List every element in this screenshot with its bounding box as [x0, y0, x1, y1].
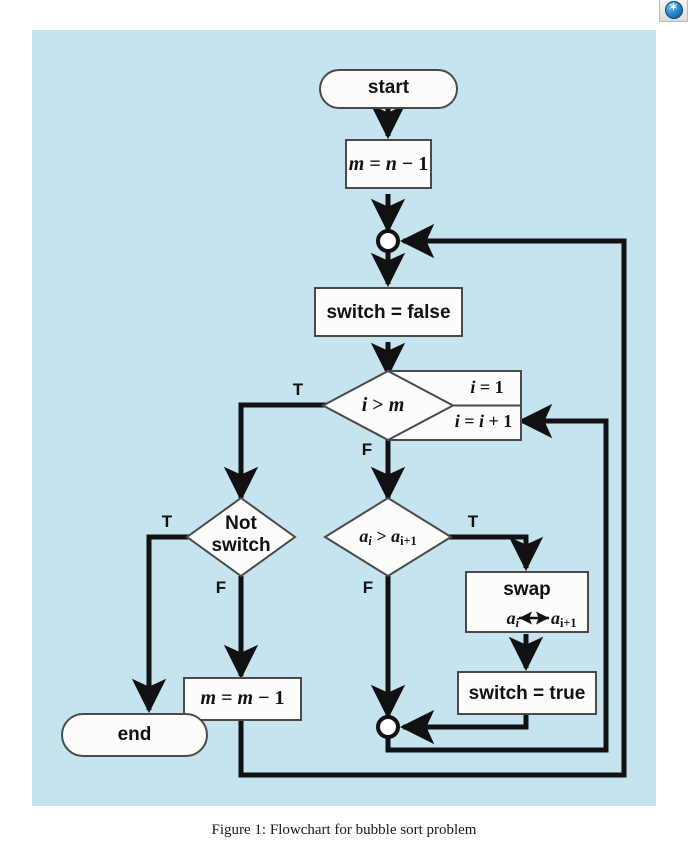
globe-icon — [665, 1, 683, 19]
edge-not-switch-true-to-end — [131, 534, 197, 714]
node-a-compare[interactable] — [323, 496, 453, 578]
node-swap[interactable] — [465, 571, 589, 633]
node-junction-top[interactable] — [376, 229, 400, 253]
node-init-m[interactable] — [345, 139, 432, 189]
node-dec-m[interactable] — [183, 677, 302, 721]
node-end[interactable] — [61, 713, 208, 757]
flow-edges — [131, 104, 627, 778]
node-not-switch[interactable] — [185, 496, 297, 578]
edge-dec-m-to-junction-top — [238, 223, 627, 778]
node-switch-false[interactable] — [314, 287, 463, 337]
flowchart-canvas — [61, 69, 627, 778]
node-start[interactable] — [319, 69, 458, 109]
flow-nodes — [61, 69, 597, 757]
node-i-gt-m[interactable] — [320, 369, 456, 442]
node-switch-true[interactable] — [457, 671, 597, 715]
flowchart-figure-panel: start m = n − 1 switch = false i > m i =… — [32, 30, 656, 806]
node-junction-bot[interactable] — [376, 715, 400, 739]
edge-junction-bot-to-i-incr — [385, 403, 609, 753]
app-icon-button[interactable]: ✶ — [659, 0, 688, 22]
edge-i-gt-m-true-to-not-switch — [223, 402, 327, 502]
figure-caption: Figure 1: Flowchart for bubble sort prob… — [211, 822, 477, 838]
globe-icon-glyph: ✶ — [668, 0, 679, 15]
edge-a-compare-true-to-swap — [449, 534, 544, 572]
